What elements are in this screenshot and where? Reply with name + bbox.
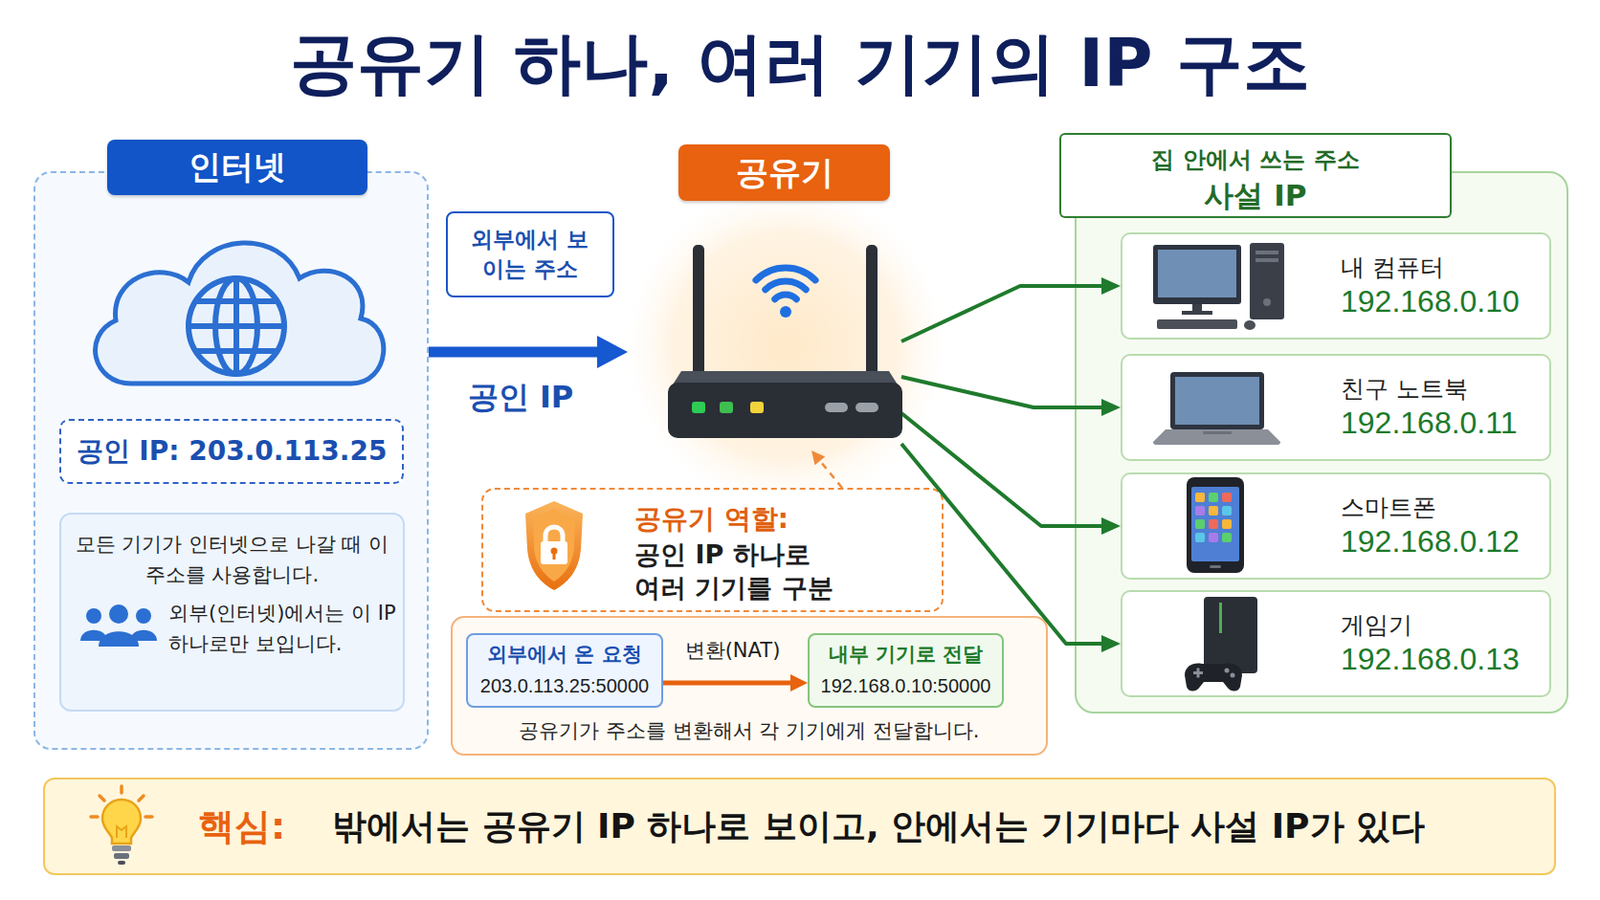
box-heading: 내부 기기로 전달 — [809, 641, 1002, 668]
private-ip: 192.168.0.11 — [1340, 405, 1517, 442]
panel-heading: 집 안에서 쓰는 주소 — [1059, 133, 1452, 176]
public-ip-box: 공인 IP: 203.0.113.25 — [59, 419, 404, 485]
callout-text: 외부에서 보이는 주소 — [447, 213, 613, 296]
request-box: 외부에서 온 요청 203.0.113.25:50000 — [466, 633, 664, 709]
router-glow — [624, 185, 947, 508]
device-box: 친구 노트북192.168.0.11 — [1120, 354, 1552, 462]
panel-heading: 인터넷 — [107, 139, 368, 196]
device-name: 게임기 — [1340, 609, 1413, 642]
router-node: 공유기 — [627, 144, 902, 451]
port-light — [824, 402, 848, 413]
box-heading: 외부에서 온 요청 — [467, 641, 662, 668]
antenna — [692, 244, 705, 379]
socket-address: 203.0.113.25:50000 — [467, 675, 662, 698]
status-led — [750, 401, 764, 414]
private-ip: 192.168.0.10 — [1340, 284, 1520, 320]
router-role-box: 공유기 역할:공인 IP 하나로 여러 기기를 구분 — [481, 488, 944, 613]
device-name: 친구 노트북 — [1340, 373, 1468, 405]
device-name: 스마트폰 — [1340, 491, 1437, 524]
key-label: 핵심: — [198, 779, 286, 874]
router-body — [667, 382, 903, 439]
private-ip: 192.168.0.12 — [1340, 524, 1520, 560]
status-led — [719, 401, 734, 414]
device-name: 내 컴퓨터 — [1340, 251, 1445, 284]
connector-arrow — [819, 459, 843, 489]
device-box: 내 컴퓨터192.168.0.10 — [1120, 232, 1552, 340]
diagram-title: 공유기 하나, 여러 기기의 IP 구조 — [0, 26, 1600, 101]
nat-box: 공유기가 주소를 변환해서 각 기기에게 전달합니다. 외부에서 온 요청 203.… — [450, 616, 1048, 756]
arrow-head — [597, 335, 628, 369]
key-text: 밖에서는 공유기 IP 하나로 보이고, 안에서는 기기마다 사설 IP가 있다 — [332, 779, 1540, 874]
note-text: 모든 기기가 인터넷으로 나갈 때 이 주소를 사용합니다. — [72, 530, 392, 591]
private-panel: 집 안에서 쓰는 주소사설 IP내 컴퓨터192.168.0.10친구 노트북1… — [1074, 171, 1569, 714]
info-box: 모든 기기가 인터넷으로 나갈 때 이 주소를 사용합니다. 외부(인터넷)에서는… — [59, 512, 405, 712]
antenna — [866, 244, 878, 379]
role-text: 공인 IP 하나로 여러 기기를 구분 — [634, 537, 841, 605]
panel-heading: 사설 IP — [1059, 175, 1452, 219]
connector-label: 변환(NAT) — [685, 637, 781, 665]
router-illustration — [660, 239, 910, 445]
key-point-box: 핵심: 밖에서는 공유기 IP 하나로 보이고, 안에서는 기기마다 사설 IP가… — [43, 777, 1556, 876]
internet-panel: 인터넷공인 IP: 203.0.113.25모든 기기가 인터넷으로 나갈 때 … — [33, 171, 429, 751]
private-ip: 192.168.0.13 — [1340, 642, 1520, 678]
port-light — [855, 402, 879, 413]
device-box: 스마트폰192.168.0.12 — [1120, 472, 1552, 580]
arrow-head — [811, 450, 825, 466]
nat-caption: 공유기가 주소를 변환해서 각 기기에게 전달합니다. — [452, 717, 1046, 745]
socket-address: 192.168.0.10:50000 — [809, 675, 1002, 698]
deliver-box: 내부 기기로 전달 192.168.0.10:50000 — [807, 633, 1004, 709]
callout-box: 외부에서 보이는 주소 — [445, 211, 615, 298]
wifi-dot — [779, 306, 792, 318]
role-heading: 공유기 역할: — [634, 501, 789, 538]
ip-address-text: 공인 IP: 203.0.113.25 — [61, 421, 402, 483]
panel-heading: 공유기 — [678, 144, 890, 201]
router-top — [667, 371, 903, 393]
note-text: 외부(인터넷)에서는 이 IP 하나로만 보입니다. — [168, 599, 399, 660]
wifi-symbol — [755, 267, 816, 300]
connector-arrow — [428, 347, 602, 358]
connector-label: 공인 IP — [467, 377, 575, 420]
status-led — [691, 401, 706, 414]
device-box: 게임기192.168.0.13 — [1120, 590, 1552, 698]
